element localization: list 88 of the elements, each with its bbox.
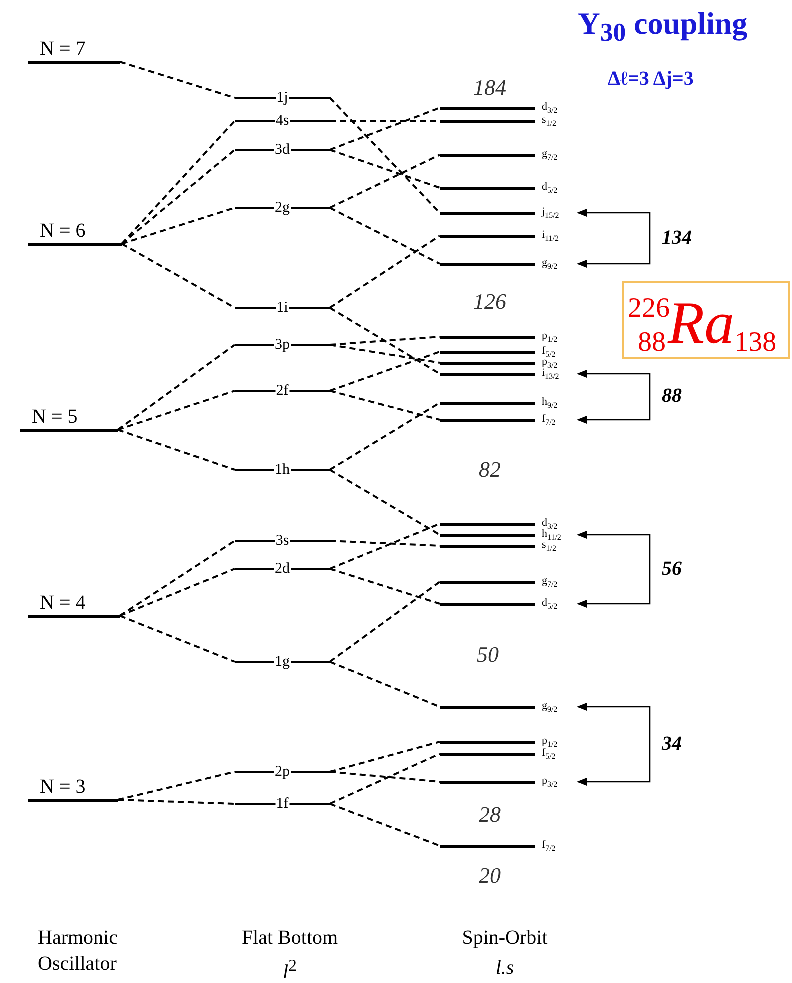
level-label: p$_{3/2}$ bbox=[542, 776, 558, 790]
magic-number: 184 bbox=[474, 74, 506, 102]
magic-number: 28 bbox=[479, 801, 501, 829]
correlation-line bbox=[119, 540, 236, 617]
bracket-arrow bbox=[577, 209, 651, 268]
magic-number: 82 bbox=[479, 456, 501, 484]
level-label: g$_{9/2}$ bbox=[542, 701, 558, 716]
correlation-line bbox=[121, 149, 236, 245]
correlation-line bbox=[120, 615, 236, 663]
correlation-line bbox=[329, 235, 441, 309]
correlation-line bbox=[330, 803, 440, 847]
coupling-rule: Δℓ=3 Δj=3 bbox=[608, 67, 694, 92]
correlation-line bbox=[330, 351, 440, 392]
column-heading: Harmonic Oscillator bbox=[38, 926, 119, 977]
level-label: p$_{3/2}$ bbox=[542, 357, 558, 370]
correlation-line bbox=[329, 581, 441, 663]
correlation-line bbox=[117, 344, 236, 431]
nucleus-box bbox=[622, 281, 790, 359]
correlation-line bbox=[118, 390, 236, 431]
level-label: 1j bbox=[276, 90, 290, 106]
level-label: g$_{9/2}$ bbox=[542, 258, 558, 272]
correlation-line bbox=[330, 741, 440, 773]
correlation-line bbox=[330, 523, 440, 570]
level-label: f$_{7/2}$ bbox=[542, 414, 556, 428]
energy-level bbox=[235, 337, 330, 353]
correlation-line bbox=[118, 799, 236, 805]
level-label: h$_{11/2}$ bbox=[542, 529, 562, 542]
level-label: d$_{3/2}$ bbox=[542, 102, 558, 116]
column-heading: Spin-Orbit bbox=[462, 926, 548, 951]
energy-level bbox=[235, 200, 330, 216]
correlation-line bbox=[121, 120, 236, 245]
correlation-line bbox=[120, 568, 236, 617]
level-label: N = 4 bbox=[40, 592, 86, 614]
correlation-line bbox=[330, 771, 440, 783]
correlation-line bbox=[330, 149, 440, 189]
level-label: N = 5 bbox=[32, 406, 78, 428]
level-label: 2g bbox=[274, 200, 291, 216]
correlation-line bbox=[330, 207, 440, 265]
level-label: g$_{7/2}$ bbox=[542, 149, 558, 164]
magic-number: 126 bbox=[474, 288, 506, 316]
magic-number: 50 bbox=[477, 641, 499, 669]
correlation-line bbox=[330, 344, 440, 364]
bracket-arrow bbox=[577, 703, 651, 786]
energy-level bbox=[235, 764, 330, 780]
level-label: p$_{1/2}$ bbox=[542, 331, 558, 346]
level-label: f$_{7/2}$ bbox=[542, 840, 556, 854]
level-label: 2p bbox=[274, 764, 291, 780]
correlation-line bbox=[329, 307, 441, 375]
correlation-line bbox=[329, 97, 441, 214]
correlation-line bbox=[330, 469, 440, 536]
level-label: i$_{13/2}$ bbox=[542, 368, 560, 382]
correlation-line bbox=[118, 429, 236, 471]
correlation-line bbox=[330, 390, 440, 421]
level-label: 1g bbox=[274, 654, 291, 670]
level-label: d$_{5/2}$ bbox=[542, 182, 558, 196]
level-label: f$_{5/2}$ bbox=[542, 748, 556, 762]
level-label: N = 3 bbox=[40, 776, 86, 798]
magic-number: 20 bbox=[479, 862, 501, 890]
level-label: s$_{1/2}$ bbox=[542, 540, 557, 554]
correlation-line bbox=[329, 402, 441, 471]
column-subheading: l$^{2}$ bbox=[283, 955, 297, 983]
correlation-line bbox=[330, 568, 440, 605]
correlation-line bbox=[330, 154, 440, 209]
bracket-arrow bbox=[577, 370, 651, 424]
level-label: N = 6 bbox=[40, 220, 86, 242]
level-label: h$_{9/2}$ bbox=[542, 397, 558, 412]
level-label: d$_{5/2}$ bbox=[542, 598, 558, 612]
level-label: N = 7 bbox=[40, 38, 86, 60]
level-label: i$_{11/2}$ bbox=[542, 230, 559, 244]
correlation-line bbox=[122, 207, 236, 245]
energy-level bbox=[235, 654, 330, 670]
correlation-line bbox=[330, 753, 440, 805]
level-label: p$_{1/2}$ bbox=[542, 736, 558, 750]
level-label: 3p bbox=[274, 337, 291, 353]
column-heading: Flat Bottom bbox=[242, 926, 338, 951]
column-subheading: l.s bbox=[496, 956, 514, 981]
level-label: s$_{1/2}$ bbox=[542, 115, 557, 130]
title: Y$_{30}$ coupling bbox=[578, 6, 748, 48]
energy-level bbox=[235, 90, 330, 106]
level-label: j$_{15/2}$ bbox=[542, 207, 560, 222]
correlation-line bbox=[330, 107, 440, 151]
level-label: f$_{5/2}$ bbox=[542, 346, 556, 360]
bracket-arrow bbox=[577, 531, 651, 608]
level-label: g$_{7/2}$ bbox=[542, 576, 558, 590]
correlation-line bbox=[118, 771, 236, 801]
correlation-line bbox=[330, 336, 440, 346]
correlation-line bbox=[330, 661, 440, 708]
correlation-line bbox=[120, 61, 236, 99]
